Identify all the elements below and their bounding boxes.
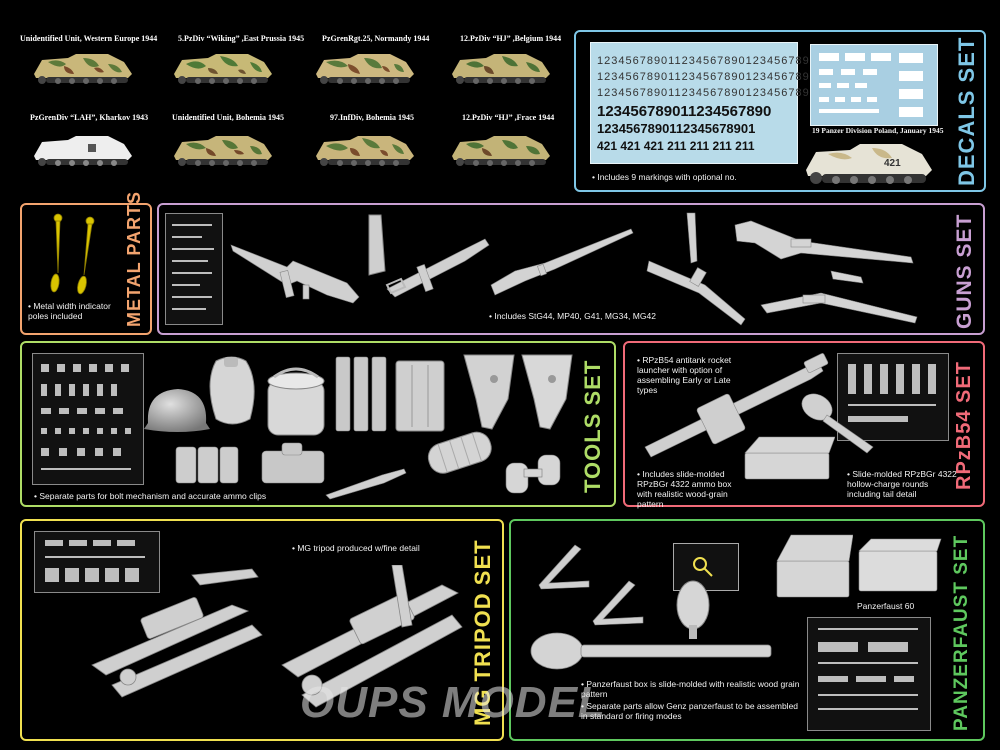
halftrack-profile-camo [316, 54, 414, 84]
metal-parts-title: METAL PARTS [124, 191, 144, 327]
panzerfaust-caption-box: Panzerfaust box is slide-molded with rea… [581, 679, 801, 699]
guns-set-title: GUNS SET [953, 213, 976, 329]
bayonet-icon [325, 468, 407, 500]
halftrack-profile-camo [174, 136, 272, 166]
panzerfaust-set-panel: Panzerfaust 60 Panzerfaust box is slide-… [509, 519, 985, 741]
magnifier-icon [693, 557, 713, 577]
tripod-caption: MG tripod produced w/fine detail [292, 543, 419, 553]
tripod-sprue [34, 531, 160, 593]
panzerfaust-box-icon [858, 538, 942, 592]
halftrack-profile-winter: 421 [806, 144, 932, 184]
metal-parts-panel: Metal width indicator poles included MET… [20, 191, 152, 335]
panzerfaust-sprue [807, 617, 931, 731]
panzerfaust-warhead-icon [676, 580, 710, 639]
decal-sheet-small [810, 44, 938, 126]
halftrack-profile-camo [316, 136, 414, 166]
canteen-icon [209, 356, 255, 425]
panzerfaust-60-label: Panzerfaust 60 [857, 601, 915, 611]
mp40-smg-icon [385, 238, 490, 298]
mg-tripod-set-panel: MG tripod produced w/fine detail MG TRIP… [20, 519, 504, 741]
decals-set-title: DECALS SET [954, 36, 979, 186]
mg-tripod-folded-icon [91, 568, 263, 698]
rpzb54-launcher-icon [644, 353, 829, 458]
magazine-icon [368, 214, 386, 276]
halftrack-profile-camo [34, 54, 132, 84]
decals-caption: Includes 9 markings with optional no. [592, 172, 736, 182]
rpzb54-set-title: RPzB54 SET [953, 361, 975, 491]
vehicle-caption: 12.PzDiv “HJ” ,Belgium 1944 [460, 34, 562, 43]
decal-sheet: 1234567890112345678901234567890 12345678… [590, 42, 816, 164]
holster-icon [521, 354, 573, 430]
helmet-icon [144, 389, 210, 432]
binoculars-icon [505, 454, 561, 494]
mess-kit-icon [267, 367, 325, 436]
halftrack-profile-camo [452, 136, 550, 166]
decal-number-line: 1234567890112345678901234567890 [597, 71, 817, 83]
metal-caption: Metal width indicator poles included [28, 301, 128, 321]
guns-sprue [165, 213, 223, 325]
mg34-gun-icon [646, 212, 746, 326]
mg-tripod-deployed-icon [281, 565, 463, 708]
rpzb-sprue [837, 353, 949, 441]
detail-inset [673, 543, 739, 591]
panzerfaust-box-icon [776, 534, 853, 598]
decals-set-panel: 1234567890112345678901234567890 12345678… [574, 30, 986, 192]
ammo-pouch-icon [335, 356, 387, 432]
decal-number-line: 1234567890112345678901234567890 [597, 55, 817, 67]
vehicle-caption: Unidentified Unit, Western Europe 1944 [20, 34, 158, 43]
metal-pole-icon [50, 213, 95, 295]
holster-icon [463, 354, 515, 430]
vehicle-caption: Unidentified Unit, Bohemia 1945 [172, 113, 285, 122]
vehicle-caption: PzGrenRgt.25, Normandy 1944 [322, 34, 430, 43]
vehicle-caption: PzGrenDiv “LAH”, Kharkov 1943 [30, 113, 149, 122]
ammo-pouch-icon [175, 446, 239, 484]
sight-part-icon [592, 580, 644, 626]
panzerfaust-caption-parts: Separate parts allow Genz panzerfaust to… [581, 701, 801, 721]
gas-mask-canister-icon [427, 431, 492, 474]
rpzb54-set-panel: RPzB54 antitank rocket launcher with opt… [623, 341, 985, 509]
mg42-gun-icon [734, 220, 918, 324]
rpzb-caption-rounds: Slide-molded RPzBGr 4322 hollow-charge r… [847, 469, 957, 499]
g41-rifle-icon [490, 228, 634, 296]
stg44-rifle-icon [230, 244, 360, 304]
rocket-round-icon [801, 393, 874, 454]
vehicle-number: 421 [884, 158, 901, 169]
vehicle-caption: 5.PzDiv “Wiking” ,East Prussia 1945 [178, 34, 305, 43]
rpzb-caption-launcher: RPzB54 antitank rocket launcher with opt… [637, 355, 747, 395]
decal-vehicle-caption: 19 Panzer Division Poland, January 1945 [812, 126, 944, 135]
tools-set-title: TOOLS SET [580, 359, 605, 493]
halftrack-profile-camo [174, 54, 272, 84]
tools-caption: Separate parts for bolt mechanism and ac… [34, 491, 266, 501]
decal-number-line: 1234567890112345678901234567890 [597, 87, 817, 99]
vehicle-caption: 12.PzDiv “HJ” ,Frace 1944 [462, 113, 555, 122]
watermark-logo: OUPS MODEL [300, 678, 606, 727]
decal-number-line: 123456789011234567890 [597, 103, 772, 120]
ammo-box-icon [744, 436, 835, 480]
tools-set-panel: Separate parts for bolt mechanism and ac… [20, 341, 616, 507]
vehicle-caption: 97.InfDiv, Bohemia 1945 [330, 113, 415, 122]
magazine-pouch-icon [395, 360, 445, 432]
sight-part-icon [538, 544, 590, 590]
halftrack-profile-camo [452, 54, 550, 84]
decal-markings [819, 53, 923, 117]
decal-number-line: 421 421 421 211 211 211 211 [597, 139, 755, 153]
halftrack-profile-winter [34, 136, 132, 166]
panzerfaust-launcher-icon [530, 632, 772, 670]
rpzb-caption-ammo-box: Includes slide-molded RPzBGr 4322 ammo b… [637, 469, 747, 509]
panzerfaust-set-title: PANZERFAUST SET [951, 534, 972, 732]
guns-caption: Includes StG44, MP40, G41, MG34, MG42 [489, 311, 656, 321]
guns-set-panel: Includes StG44, MP40, G41, MG34, MG42 GU… [157, 203, 985, 335]
decal-number-line: 1234567890112345678901 [597, 121, 756, 136]
tools-sprue [32, 353, 144, 485]
ammo-pouch-icon [261, 442, 325, 484]
